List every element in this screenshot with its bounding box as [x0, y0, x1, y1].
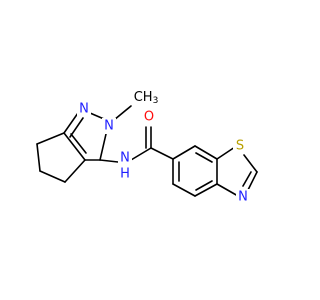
bond-c7a-s	[216, 146, 236, 160]
atom-methyl: CH3	[134, 90, 159, 107]
atom-amide-n: N	[120, 151, 130, 166]
bond-s-c2	[243, 154, 258, 173]
bond-c4-c5	[172, 183, 196, 197]
bond-c2-n	[247, 171, 258, 191]
molecule-structure: N N CH3 N H O S N	[36, 90, 258, 205]
bond-n-c3a	[216, 183, 239, 197]
bond-n2-c3	[99, 133, 107, 161]
bond-c3a-c6a-inner	[70, 133, 87, 154]
bond-c7-c7a-double	[195, 152, 213, 163]
bond-c3a-c4	[36, 132, 65, 145]
bond-c2-n-double	[242, 171, 252, 187]
bond-n1-n2	[89, 112, 105, 120]
bond-c3a-c4-double	[195, 180, 213, 191]
bond-c3a-c6a	[63, 132, 86, 161]
atom-thiazole-s: S	[236, 139, 244, 154]
bond-carbonyl-c6	[150, 147, 174, 160]
bond-c4-c5	[36, 143, 41, 172]
bond-n-amide-carbonyl	[130, 147, 152, 161]
bond-c3a-n1-double	[69, 117, 84, 138]
atom-pyrazole-n2: N	[104, 119, 114, 134]
bond-c6-c7	[172, 145, 196, 160]
bonds	[36, 105, 258, 197]
bond-c5-c6	[39, 170, 66, 183]
atom-pyrazole-n1: N	[79, 102, 89, 117]
atom-amide-h: H	[120, 167, 130, 182]
atom-carbonyl-o: O	[144, 110, 154, 125]
atom-thiazole-n: N	[238, 190, 248, 205]
bond-c3-n-amide	[99, 159, 119, 163]
bond-c3a-n1	[63, 112, 79, 134]
bond-c6-c6a	[64, 159, 86, 183]
bond-c3a-c4	[194, 183, 218, 197]
bond-c7-c7a	[194, 145, 218, 160]
bond-n2-methyl	[113, 105, 132, 121]
atom-labels: N N CH3 N H O S N	[77, 90, 250, 205]
